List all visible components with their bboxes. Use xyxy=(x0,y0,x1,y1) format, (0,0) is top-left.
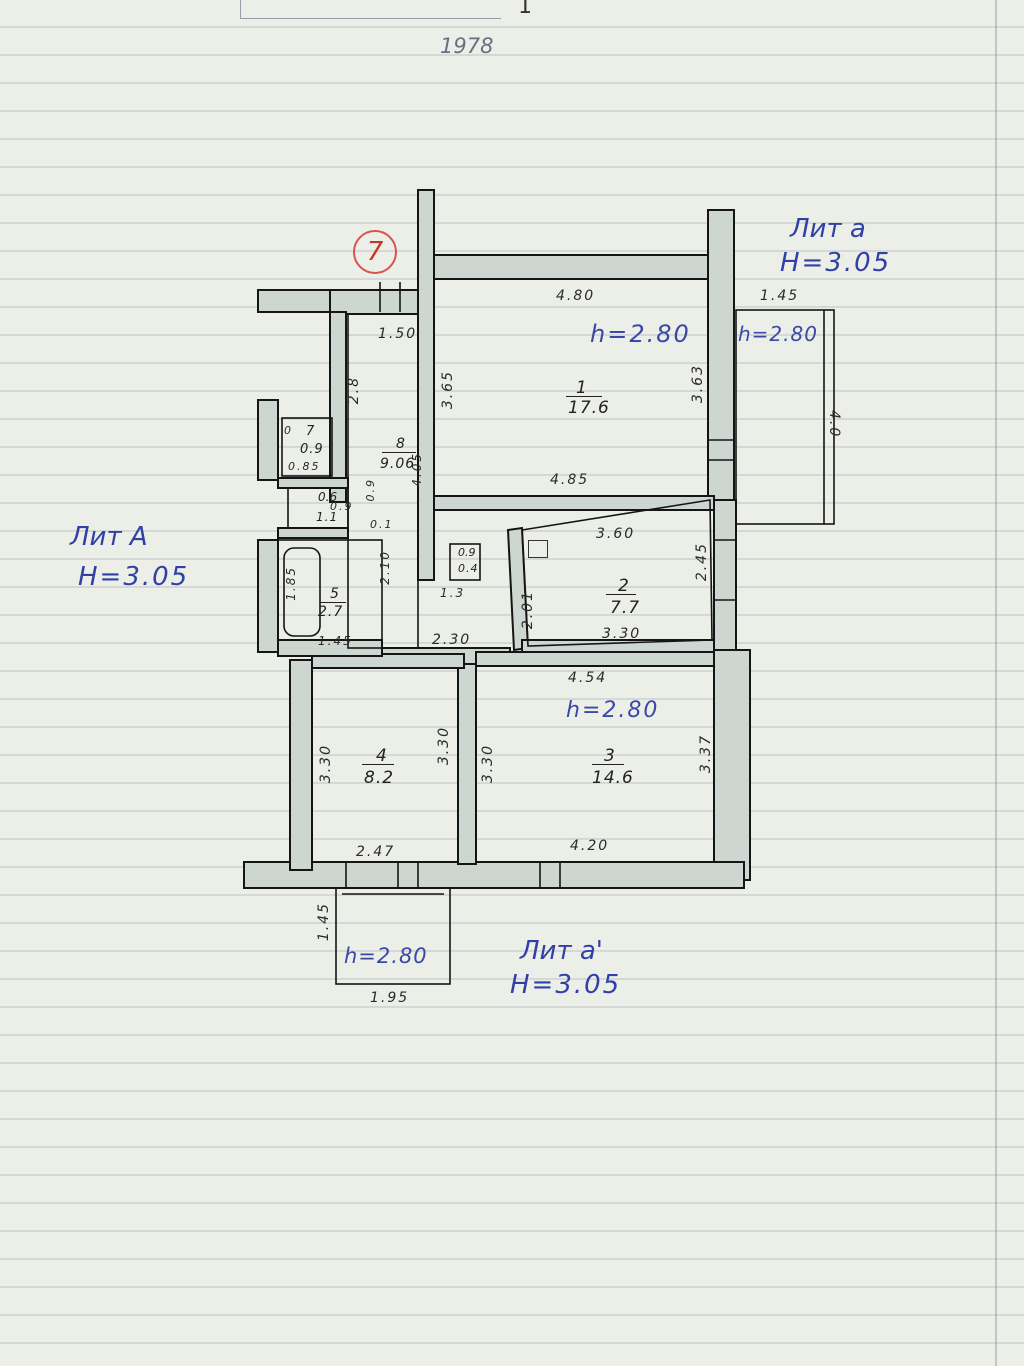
dim-r1-bottom: 4.85 xyxy=(550,472,590,488)
dim-r3-bottom: 4.20 xyxy=(570,838,610,854)
lit-height-top-right: H=3.05 xyxy=(780,248,892,278)
room1-number: 1 xyxy=(576,378,587,398)
room9-number: 0.9 xyxy=(458,546,476,559)
dim-r3-top: 4.54 xyxy=(568,670,608,686)
dim-hall-width: 2.30 xyxy=(432,632,472,648)
dim-r6-b: 0.1 xyxy=(370,518,394,531)
room3-fraction-line xyxy=(592,764,624,765)
room3-area: 14.6 xyxy=(592,768,634,788)
room5-number: 5 xyxy=(330,586,339,602)
dim-balcony-bottom-depth: 1.45 xyxy=(316,902,332,942)
page-mark: 1 xyxy=(518,0,532,19)
room1-height: h=2.80 xyxy=(590,320,691,348)
room7-area: 0.9 xyxy=(300,442,324,457)
lit-label-left: Лит А xyxy=(70,522,148,552)
room5-area: 2.7 xyxy=(318,604,344,620)
dim-balcony-bottom-width: 1.95 xyxy=(370,990,410,1006)
lit-height-left: H=3.05 xyxy=(78,562,190,592)
dim-r5-bottom: 1.45 xyxy=(318,634,353,648)
dim-r1-right: 3.63 xyxy=(690,364,706,404)
room4-area: 8.2 xyxy=(364,768,395,788)
dim-r2-top: 3.60 xyxy=(596,526,636,542)
dim-corr-right: 4.05 xyxy=(410,452,424,487)
dim-r3-left: 3.30 xyxy=(480,744,496,784)
dim-r1-left: 3.65 xyxy=(440,370,456,410)
room1-area: 17.6 xyxy=(568,398,610,418)
dim-r5-right: 2.10 xyxy=(378,550,392,585)
dim-r4-right: 3.30 xyxy=(436,726,452,766)
dim-r7-h: 0.85 xyxy=(288,460,321,473)
dim-balcony-right-width: 1.45 xyxy=(760,288,800,304)
header-year: 1978 xyxy=(440,34,494,58)
balcony-bottom-height: h=2.80 xyxy=(344,944,428,968)
lit-label-top-right: Лит а xyxy=(790,214,866,244)
room9-area: 0.4 xyxy=(458,562,479,575)
room2-fraction-line xyxy=(606,594,636,595)
header-strip xyxy=(240,0,501,19)
room4-fraction-line xyxy=(362,764,394,765)
dim-r4-bottom: 2.47 xyxy=(356,844,396,860)
margin-line xyxy=(995,0,997,1366)
dim-r2-bottom: 3.30 xyxy=(602,626,642,642)
lit-label-bottom: Лит а' xyxy=(520,936,603,966)
room8-number: 8 xyxy=(396,436,405,452)
dim-r2-right: 2.45 xyxy=(694,542,710,582)
dim-r1-top: 4.80 xyxy=(556,288,596,304)
dim-r3-right: 3.37 xyxy=(698,734,714,774)
dim-r6-side: 0.9 xyxy=(364,478,377,502)
dim-r6-c: 0.9 xyxy=(330,500,354,513)
room1-fraction-line xyxy=(566,396,602,397)
lit-height-bottom: H=3.05 xyxy=(510,970,622,1000)
room6-number: 0.6 xyxy=(318,490,338,504)
room3-height: h=2.80 xyxy=(566,698,660,723)
room6-area: 1.1 xyxy=(316,510,339,524)
apartment-marker: 7 xyxy=(353,230,397,274)
room2-area: 7.7 xyxy=(610,598,641,618)
dim-r2-left: 2.01 xyxy=(520,590,536,630)
room2-number: 2 xyxy=(618,576,629,596)
room4-number: 4 xyxy=(376,746,387,766)
balcony-right-height: h=2.80 xyxy=(738,322,818,346)
room8-area: 9.06 xyxy=(380,456,416,472)
dim-corr-left: 2.8 xyxy=(346,376,362,405)
dim-r7-side: 0 xyxy=(284,424,293,437)
dim-r4-left: 3.30 xyxy=(318,744,334,784)
room8-fraction-line xyxy=(382,452,416,453)
room7-number: 7 xyxy=(306,424,315,439)
dim-r5-left: 1.85 xyxy=(284,566,298,601)
dim-corr-top: 1.50 xyxy=(378,326,418,342)
stove-icon xyxy=(528,540,548,558)
dim-hall-b: 1.3 xyxy=(440,586,466,600)
dim-balcony-right-length: 4.0 xyxy=(826,410,842,439)
room5-fraction-line xyxy=(320,602,346,603)
room3-number: 3 xyxy=(604,746,615,766)
